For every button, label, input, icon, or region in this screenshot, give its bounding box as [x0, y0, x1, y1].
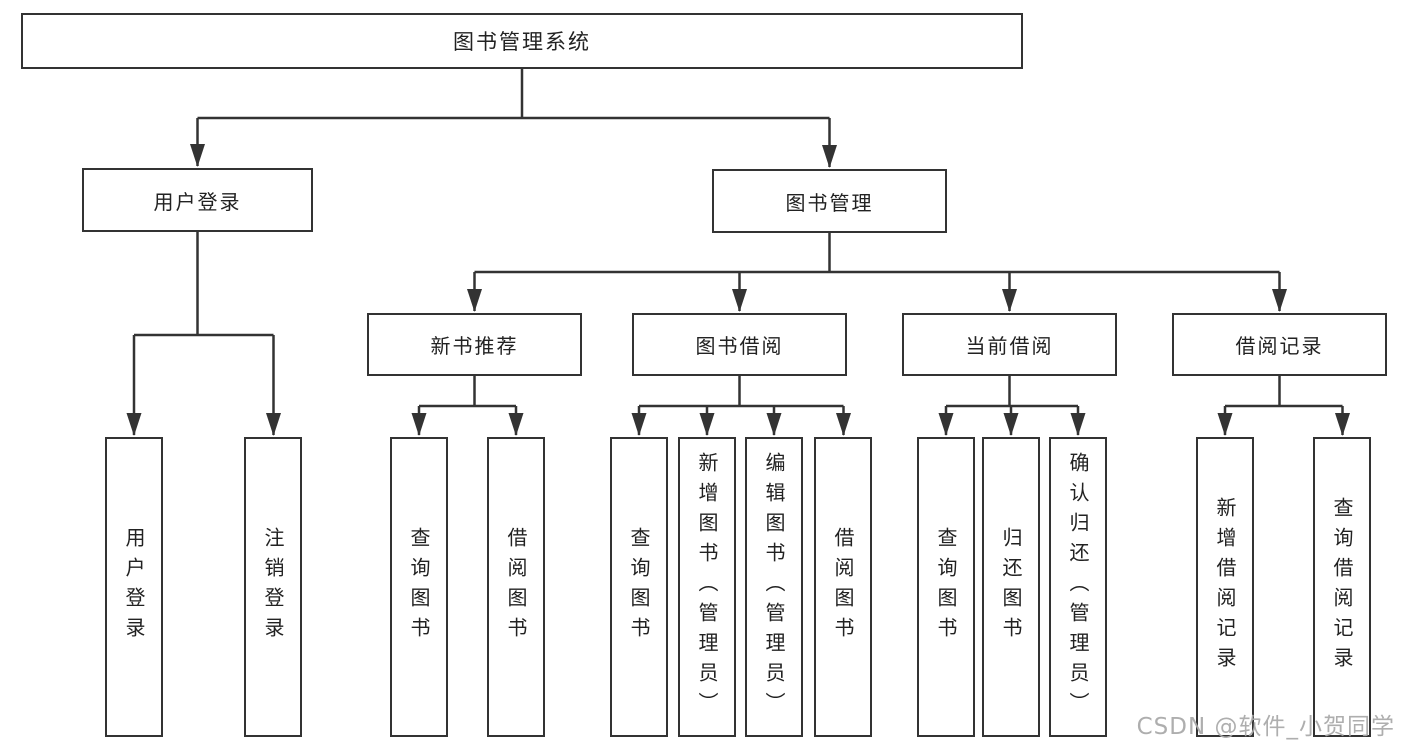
leaf-confirm-return-admin: 确认归还（管理员） [1049, 437, 1107, 737]
node-label: 查询图书 [407, 527, 431, 647]
node-label: 新增借阅记录 [1213, 497, 1237, 677]
leaf-query-book-recommend: 查询图书 [390, 437, 448, 737]
leaf-query-book-current: 查询图书 [917, 437, 975, 737]
node-label: 查询图书 [934, 527, 958, 647]
node-label: 注销登录 [261, 527, 285, 647]
node-label: 编辑图书（管理员） [762, 452, 786, 722]
node-label: 确认归还（管理员） [1066, 452, 1090, 722]
node-label: 图书管理系统 [453, 30, 591, 54]
leaf-edit-book-admin: 编辑图书（管理员） [745, 437, 803, 737]
node-borrow-record: 借阅记录 [1172, 313, 1387, 376]
node-label: 借阅图书 [504, 527, 528, 647]
node-label: 当前借阅 [965, 334, 1054, 358]
node-label: 查询图书 [627, 527, 651, 647]
node-new-book-recommend: 新书推荐 [367, 313, 582, 376]
leaf-return-book: 归还图书 [982, 437, 1040, 737]
node-current-borrow: 当前借阅 [902, 313, 1117, 376]
leaf-borrow-book-recommend: 借阅图书 [487, 437, 545, 737]
node-label: 借阅记录 [1235, 334, 1324, 358]
node-book-management: 图书管理 [712, 169, 947, 233]
leaf-user-login: 用户登录 [105, 437, 163, 737]
node-label: 用户登录 [122, 527, 146, 647]
node-root: 图书管理系统 [21, 13, 1023, 69]
node-label: 查询借阅记录 [1330, 497, 1354, 677]
leaf-add-book-admin: 新增图书（管理员） [678, 437, 736, 737]
node-label: 借阅图书 [831, 527, 855, 647]
leaf-borrow-book: 借阅图书 [814, 437, 872, 737]
node-label: 图书借阅 [695, 334, 784, 358]
leaf-query-borrow-record: 查询借阅记录 [1313, 437, 1371, 737]
node-label: 新增图书（管理员） [695, 452, 719, 722]
node-label: 用户登录 [153, 189, 242, 214]
node-book-borrow: 图书借阅 [632, 313, 847, 376]
watermark: CSDN @软件_小贺同学 [1136, 714, 1395, 740]
node-label: 新书推荐 [430, 334, 519, 358]
node-user-login: 用户登录 [82, 168, 313, 232]
leaf-query-book-borrow: 查询图书 [610, 437, 668, 737]
node-label: 归还图书 [999, 527, 1023, 647]
leaf-logout: 注销登录 [244, 437, 302, 737]
leaf-add-borrow-record: 新增借阅记录 [1196, 437, 1254, 737]
node-label: 图书管理 [785, 190, 874, 215]
